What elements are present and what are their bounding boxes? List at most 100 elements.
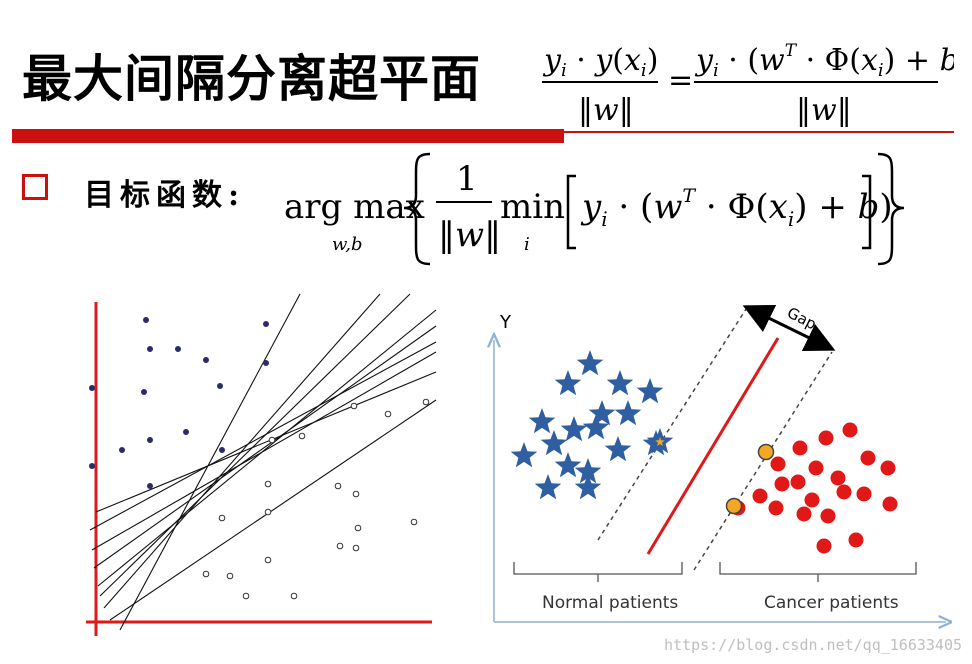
cancer-point [882,496,898,512]
title-underline-bar [12,129,564,143]
title-underline-thin [564,131,954,133]
min-text: min [500,187,565,227]
bullet-checkbox-icon [22,174,48,200]
page-title: 最大间隔分离超平面 [22,50,481,108]
cancer-dot-points [725,422,898,554]
hollow-point [202,570,210,578]
hyperplane-candidate [95,371,437,513]
objective-formula: arg max w,b 1 ‖w‖ min i yi · (wT · Φ(xi)… [284,152,905,266]
filled-point [147,346,153,352]
hollow-point [290,592,298,600]
cancer-point [768,500,784,516]
hollow-point [264,480,272,488]
cancer-point [816,538,832,554]
filled-points [89,317,269,489]
hollow-point [352,490,360,498]
star-point [574,458,602,484]
support-star-center [655,437,665,446]
cancer-point [808,460,824,476]
star-point [582,414,610,440]
star-point [606,370,634,396]
watermark: https://blog.csdn.net/qq_16633405 [663,636,962,654]
star-point [560,416,588,442]
equals-sign: = [668,63,693,98]
hollow-point [218,514,226,522]
star-point [574,474,602,500]
filled-point [89,463,95,469]
star-point [636,378,664,404]
filled-point [263,360,269,366]
cancer-point [770,456,786,472]
hollow-point [334,482,342,490]
hyperplane-candidate [89,341,437,531]
cancer-point [860,450,876,466]
cancer-point [790,474,806,490]
star-point [534,474,562,500]
bracket-cancer [719,562,917,582]
star-point [576,350,604,376]
y-axis-label: Y [499,312,512,333]
cancer-point [774,476,790,492]
filled-point [147,483,153,489]
hollow-point [350,402,358,410]
cancer-point [818,430,834,446]
svg-text:‖w‖: ‖w‖ [578,93,634,128]
filled-point [147,437,153,443]
gap-arrow [742,305,836,351]
filled-point [175,346,181,352]
star-point [614,400,642,426]
cancer-point [752,488,768,504]
filled-point [203,357,209,363]
star-point [588,400,616,426]
min-subscript: i [524,234,530,255]
star-point [540,430,568,456]
bracket-normal [513,562,683,582]
normal-star-points [510,350,674,500]
hollow-point [422,398,430,406]
filled-point [141,389,147,395]
hollow-point [298,432,306,440]
filled-point [263,321,269,327]
svg-text:‖w‖: ‖w‖ [796,93,852,128]
hyperplane-candidate [109,399,437,621]
hollow-point [384,410,392,418]
hollow-point [410,518,418,526]
support-vector-point [725,497,743,515]
cancer-point [856,486,872,502]
cancer-point [792,440,808,456]
star-point [554,452,582,478]
cancer-point [836,484,852,500]
hollow-point [354,524,362,532]
filled-point [183,429,189,435]
hyperplane-candidate [97,309,437,587]
objective-label: 目标函数: [84,178,246,213]
svg-text:yi · y(xi): yi · y(xi) [542,43,658,81]
filled-point [219,447,225,453]
star-point [604,436,632,462]
right-margin-figure: Y Gap Normal patients Cancer patients [486,304,952,636]
margin-line-left [597,305,749,541]
filled-point [89,385,95,391]
support-vector-point [757,443,775,461]
cancer-point [820,508,836,524]
hyperplane-line [646,337,780,555]
hollow-points [202,398,430,600]
hollow-point [352,544,360,552]
cancer-point [880,460,896,476]
hollow-point [242,592,250,600]
argmax-subscript: w,b [332,234,363,255]
argmax-text: arg max [284,187,425,227]
svg-text:‖w‖: ‖w‖ [438,215,501,255]
margin-line-right [693,351,833,571]
star-point [554,370,582,396]
cancer-point [848,532,864,548]
hollow-point [268,436,276,444]
cancer-point [842,422,858,438]
star-point [510,442,538,468]
hollow-point [336,542,344,550]
filled-point [143,317,149,323]
hollow-point [226,572,234,580]
hyperplane-candidate [99,293,411,597]
cancer-point [804,492,820,508]
star-point [528,408,556,434]
